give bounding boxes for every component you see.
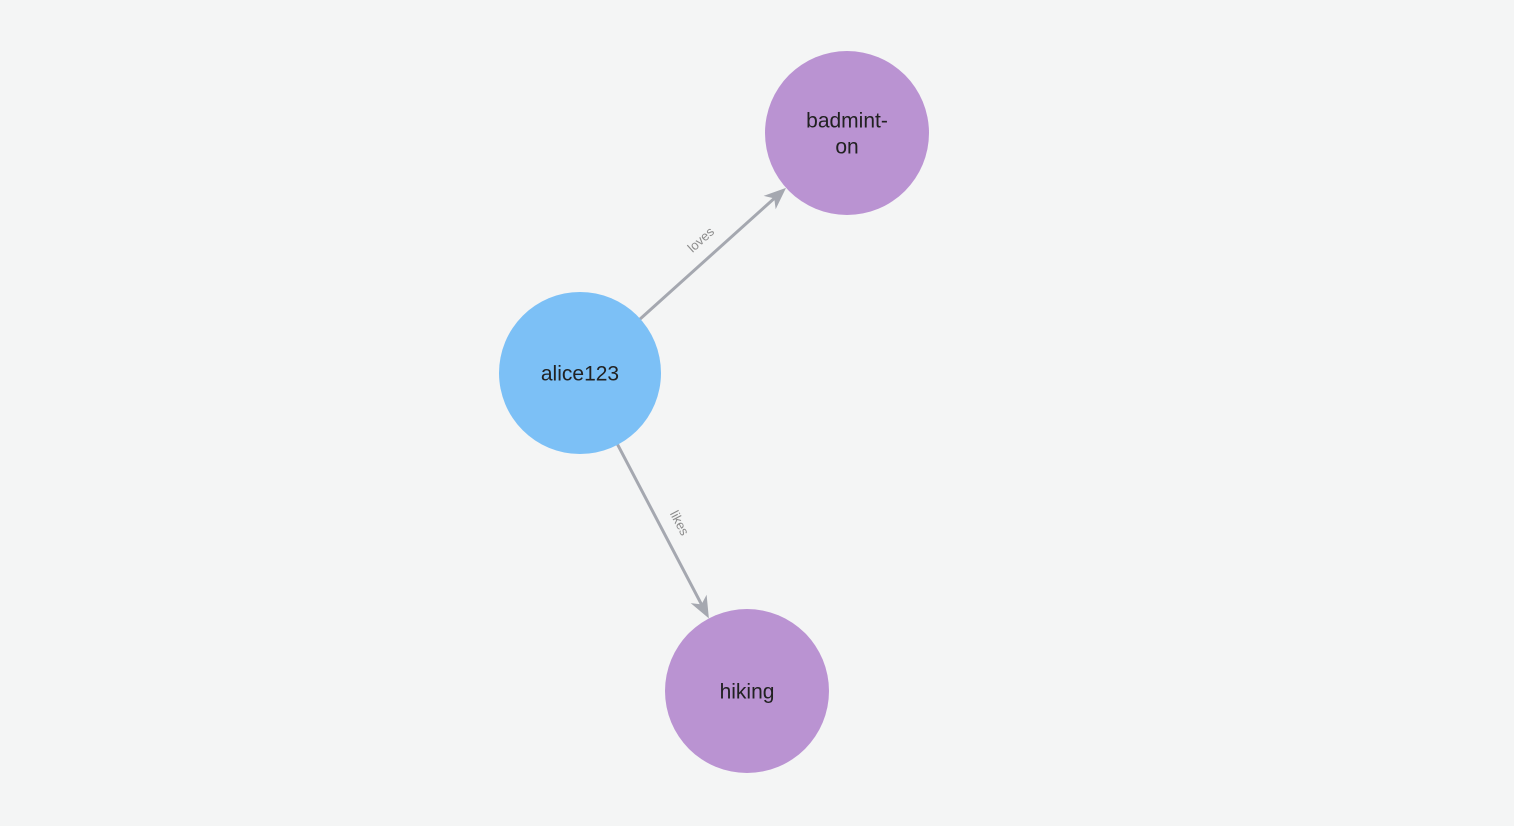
- node-circle-hiking[interactable]: [665, 609, 829, 773]
- graph-node-hiking[interactable]: hiking: [665, 609, 829, 773]
- graph-edge-likes[interactable]: likes: [616, 443, 709, 619]
- edge-line-likes[interactable]: [616, 443, 704, 607]
- node-circle-badminton[interactable]: [765, 51, 929, 215]
- edge-arrowhead-icon: [690, 594, 709, 619]
- edge-line-loves[interactable]: [638, 196, 777, 321]
- edge-label: loves: [684, 224, 717, 256]
- edge-arrowhead-icon: [763, 187, 787, 210]
- graph-edge-loves[interactable]: loves: [638, 187, 787, 321]
- node-circle-alice123[interactable]: [499, 292, 661, 454]
- graph-node-badminton[interactable]: badmint-on: [765, 51, 929, 215]
- graph-node-alice123[interactable]: alice123: [499, 292, 661, 454]
- edge-label: likes: [667, 508, 693, 538]
